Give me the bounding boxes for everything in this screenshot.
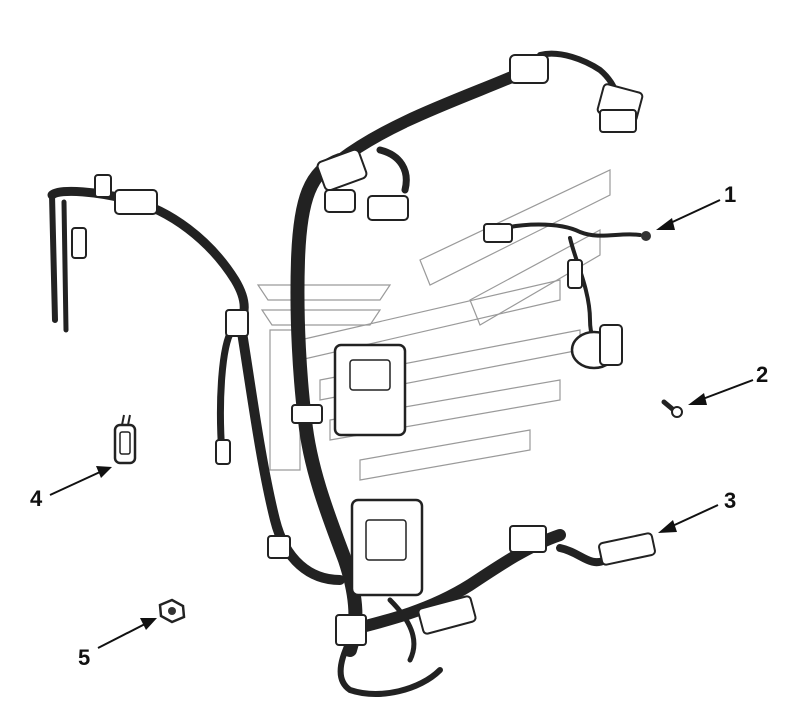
left-harness-branch xyxy=(47,174,249,465)
callout-label-3: 3 xyxy=(724,488,736,513)
callout-label-2: 2 xyxy=(756,362,768,387)
bottom-harness-branch xyxy=(335,525,656,697)
part-2-screw xyxy=(661,399,683,418)
part-1-sub-harness xyxy=(483,222,651,370)
part-5-nut xyxy=(158,598,186,624)
relay-modules xyxy=(333,343,424,597)
callout-label-1: 1 xyxy=(724,182,736,207)
main-harness-trunk xyxy=(225,50,644,657)
callout-label-5: 5 xyxy=(78,645,90,670)
callout-label-4: 4 xyxy=(30,486,43,511)
part-4-fuse xyxy=(113,414,137,465)
callout-leaders xyxy=(49,199,754,649)
